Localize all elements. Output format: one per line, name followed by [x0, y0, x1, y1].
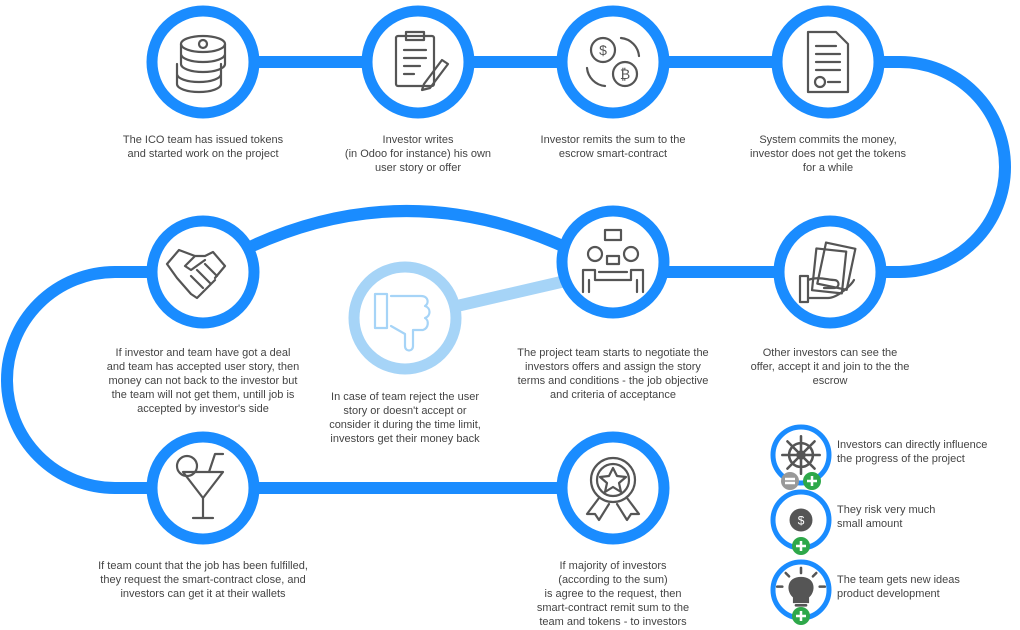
plus-badge-icon: [792, 537, 810, 555]
award-badge-icon: [585, 456, 641, 522]
benefit-circle: [766, 421, 836, 491]
cocktail-icon: [175, 452, 225, 520]
benefit-circle: [766, 556, 836, 626]
step-circle: $₿: [556, 5, 670, 119]
handshake-icon: [165, 248, 227, 300]
clipboard-pencil-icon: [394, 30, 450, 92]
step-caption: If majority of investors (according to t…: [536, 560, 690, 628]
benefit-text: The team gets new ideas product developm…: [837, 574, 960, 600]
negotiation-meeting-icon: [581, 228, 645, 294]
step-circle: [146, 215, 260, 329]
step-caption: Investor remits the sum to the escrow sm…: [540, 134, 686, 160]
lightbulb-icon: [775, 566, 827, 607]
cash-in-hand-icon: [798, 241, 857, 304]
coins-icon: [175, 34, 227, 94]
benefit-circle: $: [766, 486, 836, 556]
step-caption: Other investors can see the offer, accep…: [750, 347, 910, 387]
step-circle: [146, 431, 260, 545]
plus-badge-icon: [803, 472, 821, 490]
step-caption: In case of team reject the user story or…: [329, 391, 481, 445]
step-circle: [773, 215, 887, 329]
step-caption: System commits the money, investor does …: [750, 134, 906, 174]
step-circle: [361, 5, 475, 119]
step-caption: Investor writes (in Odoo for instance) h…: [344, 134, 492, 174]
contract-document-icon: [806, 30, 850, 94]
step-caption: The project team starts to negotiate the…: [517, 347, 709, 401]
step-circle: [348, 261, 462, 375]
benefit-text: They risk very much small amount: [837, 504, 936, 530]
equal-badge-icon: [781, 472, 799, 490]
currency-exchange-icon: $₿: [585, 36, 641, 88]
ship-wheel-icon: [781, 435, 821, 475]
plus-badge-icon: [792, 607, 810, 625]
step-circle: [771, 5, 885, 119]
step-circle: [556, 205, 670, 319]
step-caption: If investor and team have got a deal and…: [106, 347, 300, 415]
step-caption: The ICO team has issued tokens and start…: [122, 134, 284, 160]
main-path-line: [1, 56, 1011, 494]
svg-text:$: $: [599, 42, 607, 58]
step-circle: [556, 431, 670, 545]
svg-text:₿: ₿: [620, 66, 630, 82]
dollar-coin-icon: $: [789, 508, 813, 532]
benefit-text: Investors can directly influence the pro…: [837, 439, 988, 465]
thumbs-down-icon: [373, 292, 431, 352]
step-caption: If team count that the job has been fulf…: [98, 560, 308, 600]
step-circle: [146, 5, 260, 119]
svg-text:$: $: [798, 513, 805, 527]
